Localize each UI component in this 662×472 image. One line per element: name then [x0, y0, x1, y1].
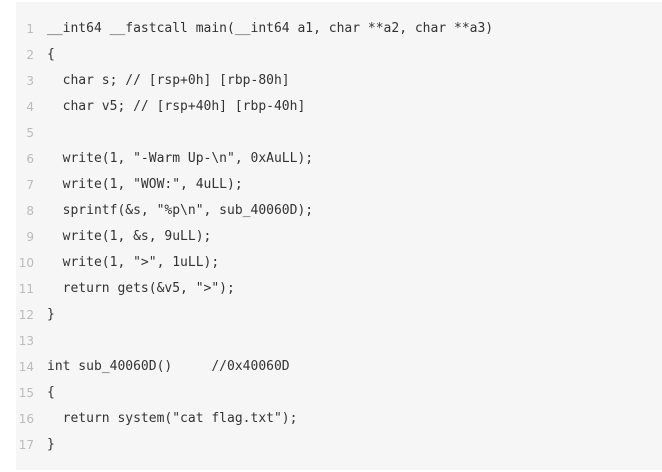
code-text: }: [47, 437, 55, 452]
line-number: 12: [18, 308, 34, 322]
code-line: 16 return system("cat flag.txt");: [16, 406, 662, 432]
line-number: 13: [18, 334, 34, 348]
line-number: 17: [18, 438, 34, 452]
line-number: 8: [26, 204, 34, 218]
code-text: write(1, ">", 1uLL);: [47, 255, 220, 270]
line-number: 5: [26, 126, 34, 140]
code-text: {: [47, 47, 55, 62]
code-text: write(1, "-Warm Up-\n", 0xAuLL);: [47, 151, 314, 166]
line-number: 10: [18, 256, 34, 270]
code-line: 7 write(1, "WOW:", 4uLL);: [16, 172, 662, 198]
code-line: 6 write(1, "-Warm Up-\n", 0xAuLL);: [16, 146, 662, 172]
code-line: 1 __int64 __fastcall main(__int64 a1, cha…: [16, 16, 662, 42]
code-block: 1 __int64 __fastcall main(__int64 a1, cha…: [16, 2, 662, 470]
code-text: write(1, "WOW:", 4uLL);: [47, 177, 243, 192]
code-line: 17}: [16, 432, 662, 458]
line-number: 7: [26, 178, 34, 192]
code-line: 12}: [16, 302, 662, 328]
line-number: 15: [18, 386, 34, 400]
line-number: 1: [26, 22, 34, 36]
code-line: 2{: [16, 42, 662, 68]
line-number: 4: [26, 100, 34, 114]
code-line: 8 sprintf(&s, "%p\n", sub_40060D);: [16, 198, 662, 224]
code-line: 13: [16, 328, 662, 354]
line-number: 3: [26, 74, 34, 88]
code-line: 15 {: [16, 380, 662, 406]
code-text: }: [47, 307, 55, 322]
line-number: 9: [26, 230, 34, 244]
code-text: {: [47, 385, 55, 400]
code-line: 9 write(1, &s, 9uLL);: [16, 224, 662, 250]
code-text: __int64 __fastcall main(__int64 a1, char…: [47, 21, 494, 36]
line-number: 6: [26, 152, 34, 166]
line-number: 11: [18, 282, 34, 296]
code-text: return gets(&v5, ">");: [47, 281, 235, 296]
code-line: 4 char v5; // [rsp+40h] [rbp-40h]: [16, 94, 662, 120]
code-line: 5: [16, 120, 662, 146]
code-line: 10 write(1, ">", 1uLL);: [16, 250, 662, 276]
code-line: 3 char s; // [rsp+0h] [rbp-80h]: [16, 68, 662, 94]
code-line: 14 int sub_40060D() //0x40060D: [16, 354, 662, 380]
code-text: return system("cat flag.txt");: [47, 411, 298, 426]
code-text: int sub_40060D() //0x40060D: [47, 359, 290, 374]
code-line: 11 return gets(&v5, ">");: [16, 276, 662, 302]
code-text: sprintf(&s, "%p\n", sub_40060D);: [47, 203, 314, 218]
line-number: 14: [18, 360, 34, 374]
code-text: char v5; // [rsp+40h] [rbp-40h]: [47, 99, 306, 114]
code-text: write(1, &s, 9uLL);: [47, 229, 212, 244]
code-text: char s; // [rsp+0h] [rbp-80h]: [47, 73, 290, 88]
line-number: 2: [26, 48, 34, 62]
line-number: 16: [18, 412, 34, 426]
